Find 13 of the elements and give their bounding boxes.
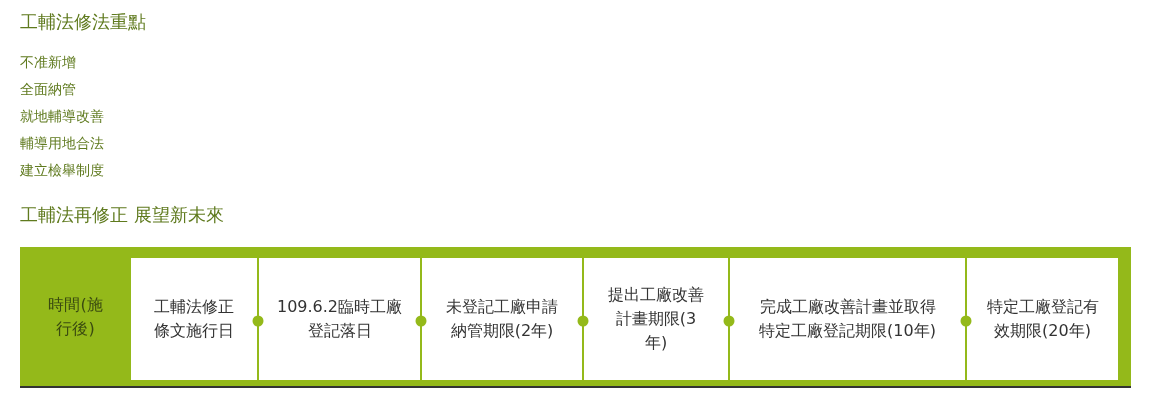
list-item: 就地輔導改善	[20, 108, 104, 126]
list-item: 不准新增	[20, 54, 76, 72]
timeline-cell: 未登記工廠申請納管期限(2年)	[422, 258, 582, 380]
timeline-cell: 特定工廠登記有效期限(20年)	[967, 258, 1118, 380]
list-item: 全面納管	[20, 81, 76, 99]
heading: 工輔法修法重點	[20, 10, 146, 34]
heading: 工輔法再修正 展望新未來	[20, 203, 224, 227]
list-item: 輔導用地合法	[20, 135, 104, 153]
timeline-cell: 提出工廠改善計畫期限(3年)	[584, 258, 728, 380]
timeline-cell: 工輔法修正條文施行日	[131, 258, 257, 380]
timeline-cell: 完成工廠改善計畫並取得特定工廠登記期限(10年)	[730, 258, 965, 380]
list-item: 建立檢舉制度	[20, 162, 104, 180]
timeline-cell: 109.6.2臨時工廠登記落日	[259, 258, 420, 380]
